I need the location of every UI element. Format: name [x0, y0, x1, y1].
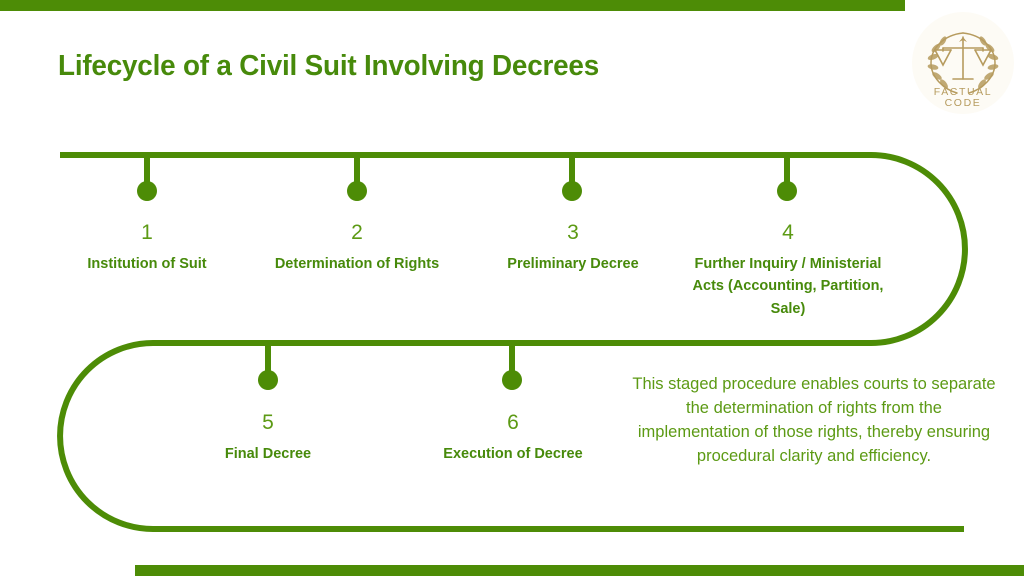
timeline-dot-6: [502, 370, 522, 390]
timeline-marker-5: [258, 343, 278, 390]
bottom-accent-bar: [135, 565, 1024, 576]
timeline-step-5: 5 Final Decree: [178, 412, 358, 465]
step-number-1: 1: [141, 221, 153, 244]
logo-text-line1: FACTUAL: [934, 86, 992, 98]
step-label-6: Execution of Decree: [443, 446, 583, 462]
step-label-2: Determination of Rights: [274, 256, 440, 272]
page-title: Lifecycle of a Civil Suit Involving Decr…: [58, 50, 600, 82]
timeline-step-3: 3 Preliminary Decree: [467, 222, 679, 275]
timeline-step-2: 2 Determination of Rights: [257, 222, 457, 275]
timeline-step-1: 1 Institution of Suit: [47, 222, 247, 275]
timeline-marker-1: [137, 155, 157, 201]
timeline-dot-3: [562, 181, 582, 201]
timeline-dot-2: [347, 181, 367, 201]
step-label-1: Institution of Suit: [87, 256, 207, 272]
timeline-marker-3: [562, 155, 582, 201]
timeline-dot-4: [777, 181, 797, 201]
step-number-6: 6: [507, 411, 519, 434]
step-number-2: 2: [351, 221, 363, 244]
laurel-leaves: [927, 36, 999, 89]
step-label-4: Further Inquiry / Ministerial Acts (Acco…: [692, 256, 884, 317]
logo-svg: FACTUAL CODE: [927, 32, 999, 109]
timeline-marker-2: [347, 155, 367, 201]
step-number-4: 4: [782, 221, 794, 244]
summary-text: This staged procedure enables courts to …: [632, 375, 996, 465]
timeline-step-6: 6 Execution of Decree: [424, 412, 602, 465]
timeline-step-4: 4 Further Inquiry / Ministerial Acts (Ac…: [680, 222, 896, 320]
timeline-marker-4: [777, 155, 797, 201]
step-number-5: 5: [262, 411, 274, 434]
timeline-dot-1: [137, 181, 157, 201]
step-label-5: Final Decree: [224, 446, 312, 462]
step-label-3: Preliminary Decree: [507, 256, 639, 272]
logo-text-line2: CODE: [945, 97, 982, 109]
scales-icon: [934, 36, 992, 80]
timeline-dot-5: [258, 370, 278, 390]
factual-code-logo: FACTUAL CODE: [912, 12, 1014, 114]
timeline-marker-6: [502, 343, 522, 390]
top-accent-bar: [0, 0, 905, 11]
step-number-3: 3: [567, 221, 579, 244]
